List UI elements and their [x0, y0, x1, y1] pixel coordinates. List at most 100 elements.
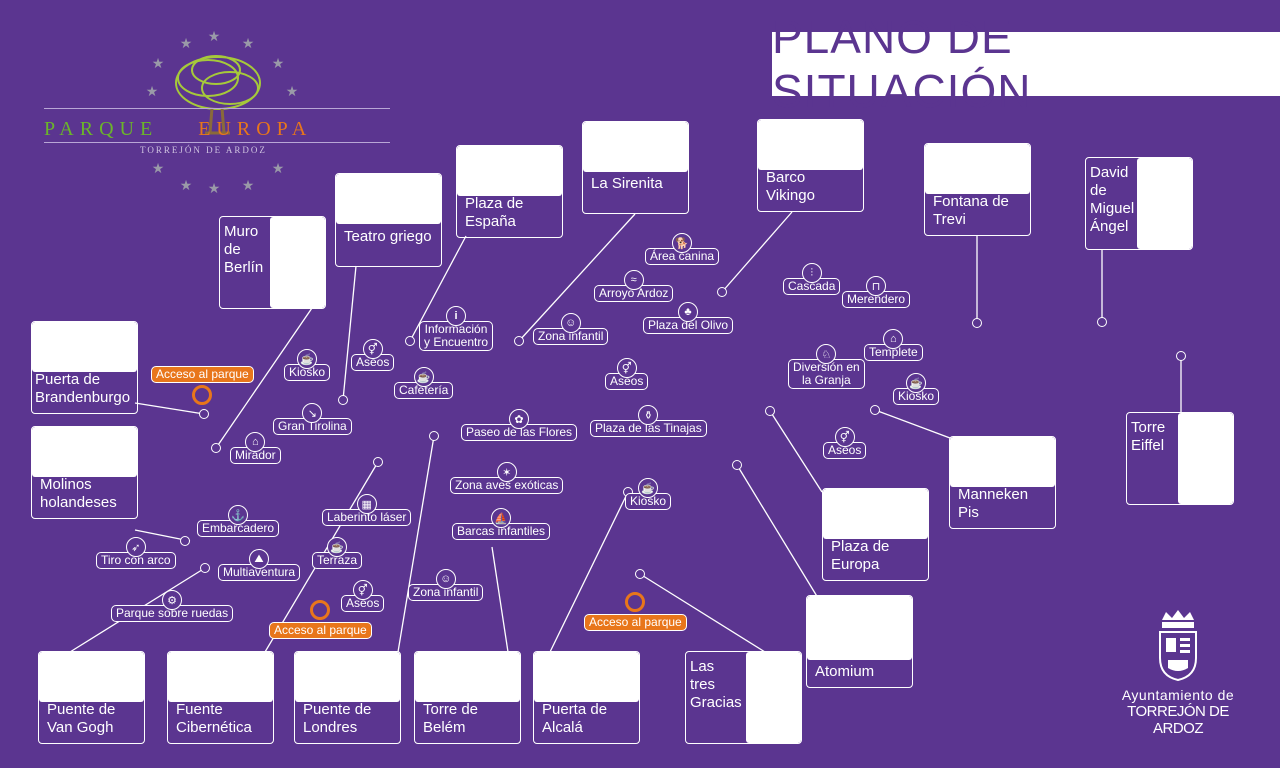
card-plaza-espana[interactable]: Plaza de España: [456, 145, 563, 238]
map-point: [717, 287, 727, 297]
svg-text:★: ★: [272, 56, 285, 72]
card-label: Puerta de Alcalá: [542, 701, 608, 736]
card-fontana-trevi[interactable]: Fontana de Trevi: [924, 143, 1031, 236]
poi-laberinto[interactable]: ▦Laberinto láser: [322, 494, 412, 526]
card-atomium[interactable]: Atomium: [806, 595, 913, 688]
poi-multiaventura[interactable]: ⛰Multiaventura: [218, 549, 301, 581]
poi-cascada[interactable]: ⫶Cascada: [783, 263, 841, 295]
svg-text:★: ★: [208, 29, 221, 45]
poi-label: Cafetería: [394, 382, 454, 399]
photo-placeholder: [39, 652, 144, 702]
poi-merendero[interactable]: ⊓Merendero: [842, 276, 911, 308]
map-point: [732, 460, 742, 470]
card-tres-gracias[interactable]: Las tres Gracias: [685, 651, 802, 744]
poi-terraza[interactable]: ☕Terraza: [312, 537, 363, 569]
poi-zona-infantil-2[interactable]: ☺Zona infantil: [408, 569, 484, 601]
map-point: [1097, 317, 1107, 327]
poi-zona-infantil-1[interactable]: ☺Zona infantil: [533, 313, 609, 345]
card-label: Puente de Londres: [303, 701, 372, 736]
card-label: Manneken Pis: [958, 486, 1029, 521]
map-point: [635, 569, 645, 579]
poi-tiro-arco[interactable]: ➶Tiro con arco: [96, 537, 176, 569]
photo-placeholder: [1178, 413, 1233, 504]
poi-parque-ruedas[interactable]: ⚙Parque sobre ruedas: [111, 590, 234, 622]
svg-text:★: ★: [272, 161, 285, 177]
poi-label: Plaza del Olivo: [643, 317, 734, 334]
poi-barcas[interactable]: ⛵Barcas infantiles: [452, 508, 551, 540]
poi-templete[interactable]: ⌂Templete: [864, 329, 923, 361]
coffee-icon: ☕: [327, 537, 347, 557]
card-teatro-griego[interactable]: Teatro griego: [335, 173, 442, 267]
card-fuente-cibernetica[interactable]: Fuente Cibernética: [167, 651, 274, 744]
map-point: [514, 336, 524, 346]
photo-placeholder: [823, 489, 928, 539]
coffee-icon: ☕: [297, 349, 318, 369]
card-david-miguel-angel[interactable]: David de Miguel Ángel: [1085, 157, 1193, 250]
poi-paseo-flores[interactable]: ✿Paseo de las Flores: [461, 409, 578, 441]
photo-placeholder: [950, 437, 1055, 487]
map-point: [180, 536, 190, 546]
stream-icon: ≈: [623, 270, 644, 290]
card-la-sirenita[interactable]: La Sirenita: [582, 121, 689, 214]
poi-label: Paseo de las Flores: [461, 424, 578, 441]
access-point-3[interactable]: Acceso al parque: [584, 592, 687, 631]
pier-icon: ⚓: [228, 505, 249, 525]
card-manneken-pis[interactable]: Manneken Pis: [949, 436, 1056, 529]
poi-label: Barcas infantiles: [452, 523, 551, 540]
poi-plaza-tinajas[interactable]: ⚱Plaza de las Tinajas: [590, 405, 707, 437]
poi-aseos-3[interactable]: ⚥Aseos: [341, 580, 385, 612]
map-point: [429, 431, 439, 441]
card-puente-londres[interactable]: Puente de Londres: [294, 651, 401, 744]
poi-zona-aves[interactable]: ✶Zona aves exóticas: [450, 462, 564, 494]
card-plaza-europa[interactable]: Plaza de Europa: [822, 488, 929, 581]
access-point-2[interactable]: Acceso al parque: [269, 600, 372, 639]
svg-text:★: ★: [242, 36, 255, 52]
poi-diversion-granja[interactable]: ♘Diversión en la Granja: [788, 344, 865, 389]
map-point: [870, 405, 880, 415]
poi-kiosko-2[interactable]: ☕Kiosko: [625, 478, 672, 510]
logo-word-europa: EUROPA: [198, 118, 313, 140]
card-puerta-alcala[interactable]: Puerta de Alcalá: [533, 651, 640, 744]
photo-placeholder: [457, 146, 562, 196]
card-puerta-brandenburgo[interactable]: Puerta de Brandenburgo: [31, 321, 138, 414]
location-pin-icon: [192, 385, 213, 405]
svg-text:★: ★: [242, 178, 255, 194]
card-torre-belem[interactable]: Torre de Belém: [414, 651, 521, 744]
bicycle-icon: ⚙: [162, 590, 183, 610]
archery-icon: ➶: [125, 537, 146, 557]
photo-placeholder: [1137, 158, 1192, 249]
poi-aseos-4[interactable]: ⚥Aseos: [823, 427, 867, 459]
poi-aseos-2[interactable]: ⚥Aseos: [605, 358, 649, 390]
waterfall-icon: ⫶: [801, 263, 822, 283]
ayuntamiento-line1: Ayuntamiento de: [1121, 687, 1235, 703]
restroom-icon: ⚥: [352, 580, 373, 600]
poi-area-canina[interactable]: 🐕Área canina: [645, 233, 720, 265]
card-torre-eiffel[interactable]: Torre Eiffel: [1126, 412, 1234, 505]
poi-aseos-1[interactable]: ⚥Aseos: [351, 339, 395, 371]
svg-text:★: ★: [180, 178, 193, 194]
poi-cafeteria[interactable]: ☕Cafetería: [394, 367, 454, 399]
poi-plaza-olivo[interactable]: ♣Plaza del Olivo: [643, 302, 734, 334]
poi-kiosko-1[interactable]: ☕Kiosko: [284, 349, 331, 381]
card-label: Las tres Gracias: [690, 658, 742, 711]
card-puente-van-gogh[interactable]: Puente de Van Gogh: [38, 651, 145, 744]
poi-gran-tirolina[interactable]: ↘Gran Tirolina: [273, 403, 352, 435]
poi-arroyo-ardoz[interactable]: ≈Arroyo Ardoz: [594, 270, 674, 302]
poi-mirador[interactable]: ⌂Mirador: [230, 432, 281, 464]
page-title-box: PLANO DE SITUACIÓN: [772, 11, 1280, 117]
card-barco-vikingo[interactable]: Barco Vikingo: [757, 119, 864, 212]
photo-placeholder: [168, 652, 273, 702]
card-molinos-holandeses[interactable]: Molinos holandeses: [31, 426, 138, 519]
photo-placeholder: [336, 174, 441, 224]
card-muro-berlin[interactable]: Muro de Berlín: [219, 216, 326, 309]
poi-embarcadero[interactable]: ⚓Embarcadero: [197, 505, 280, 537]
poi-kiosko-3[interactable]: ☕Kiosko: [893, 373, 940, 405]
poi-label: Diversión en la Granja: [788, 359, 865, 389]
access-point-1[interactable]: Acceso al parque: [151, 366, 254, 405]
poi-label: Templete: [864, 344, 923, 361]
restroom-icon: ⚥: [616, 358, 637, 378]
svg-text:★: ★: [152, 161, 165, 177]
